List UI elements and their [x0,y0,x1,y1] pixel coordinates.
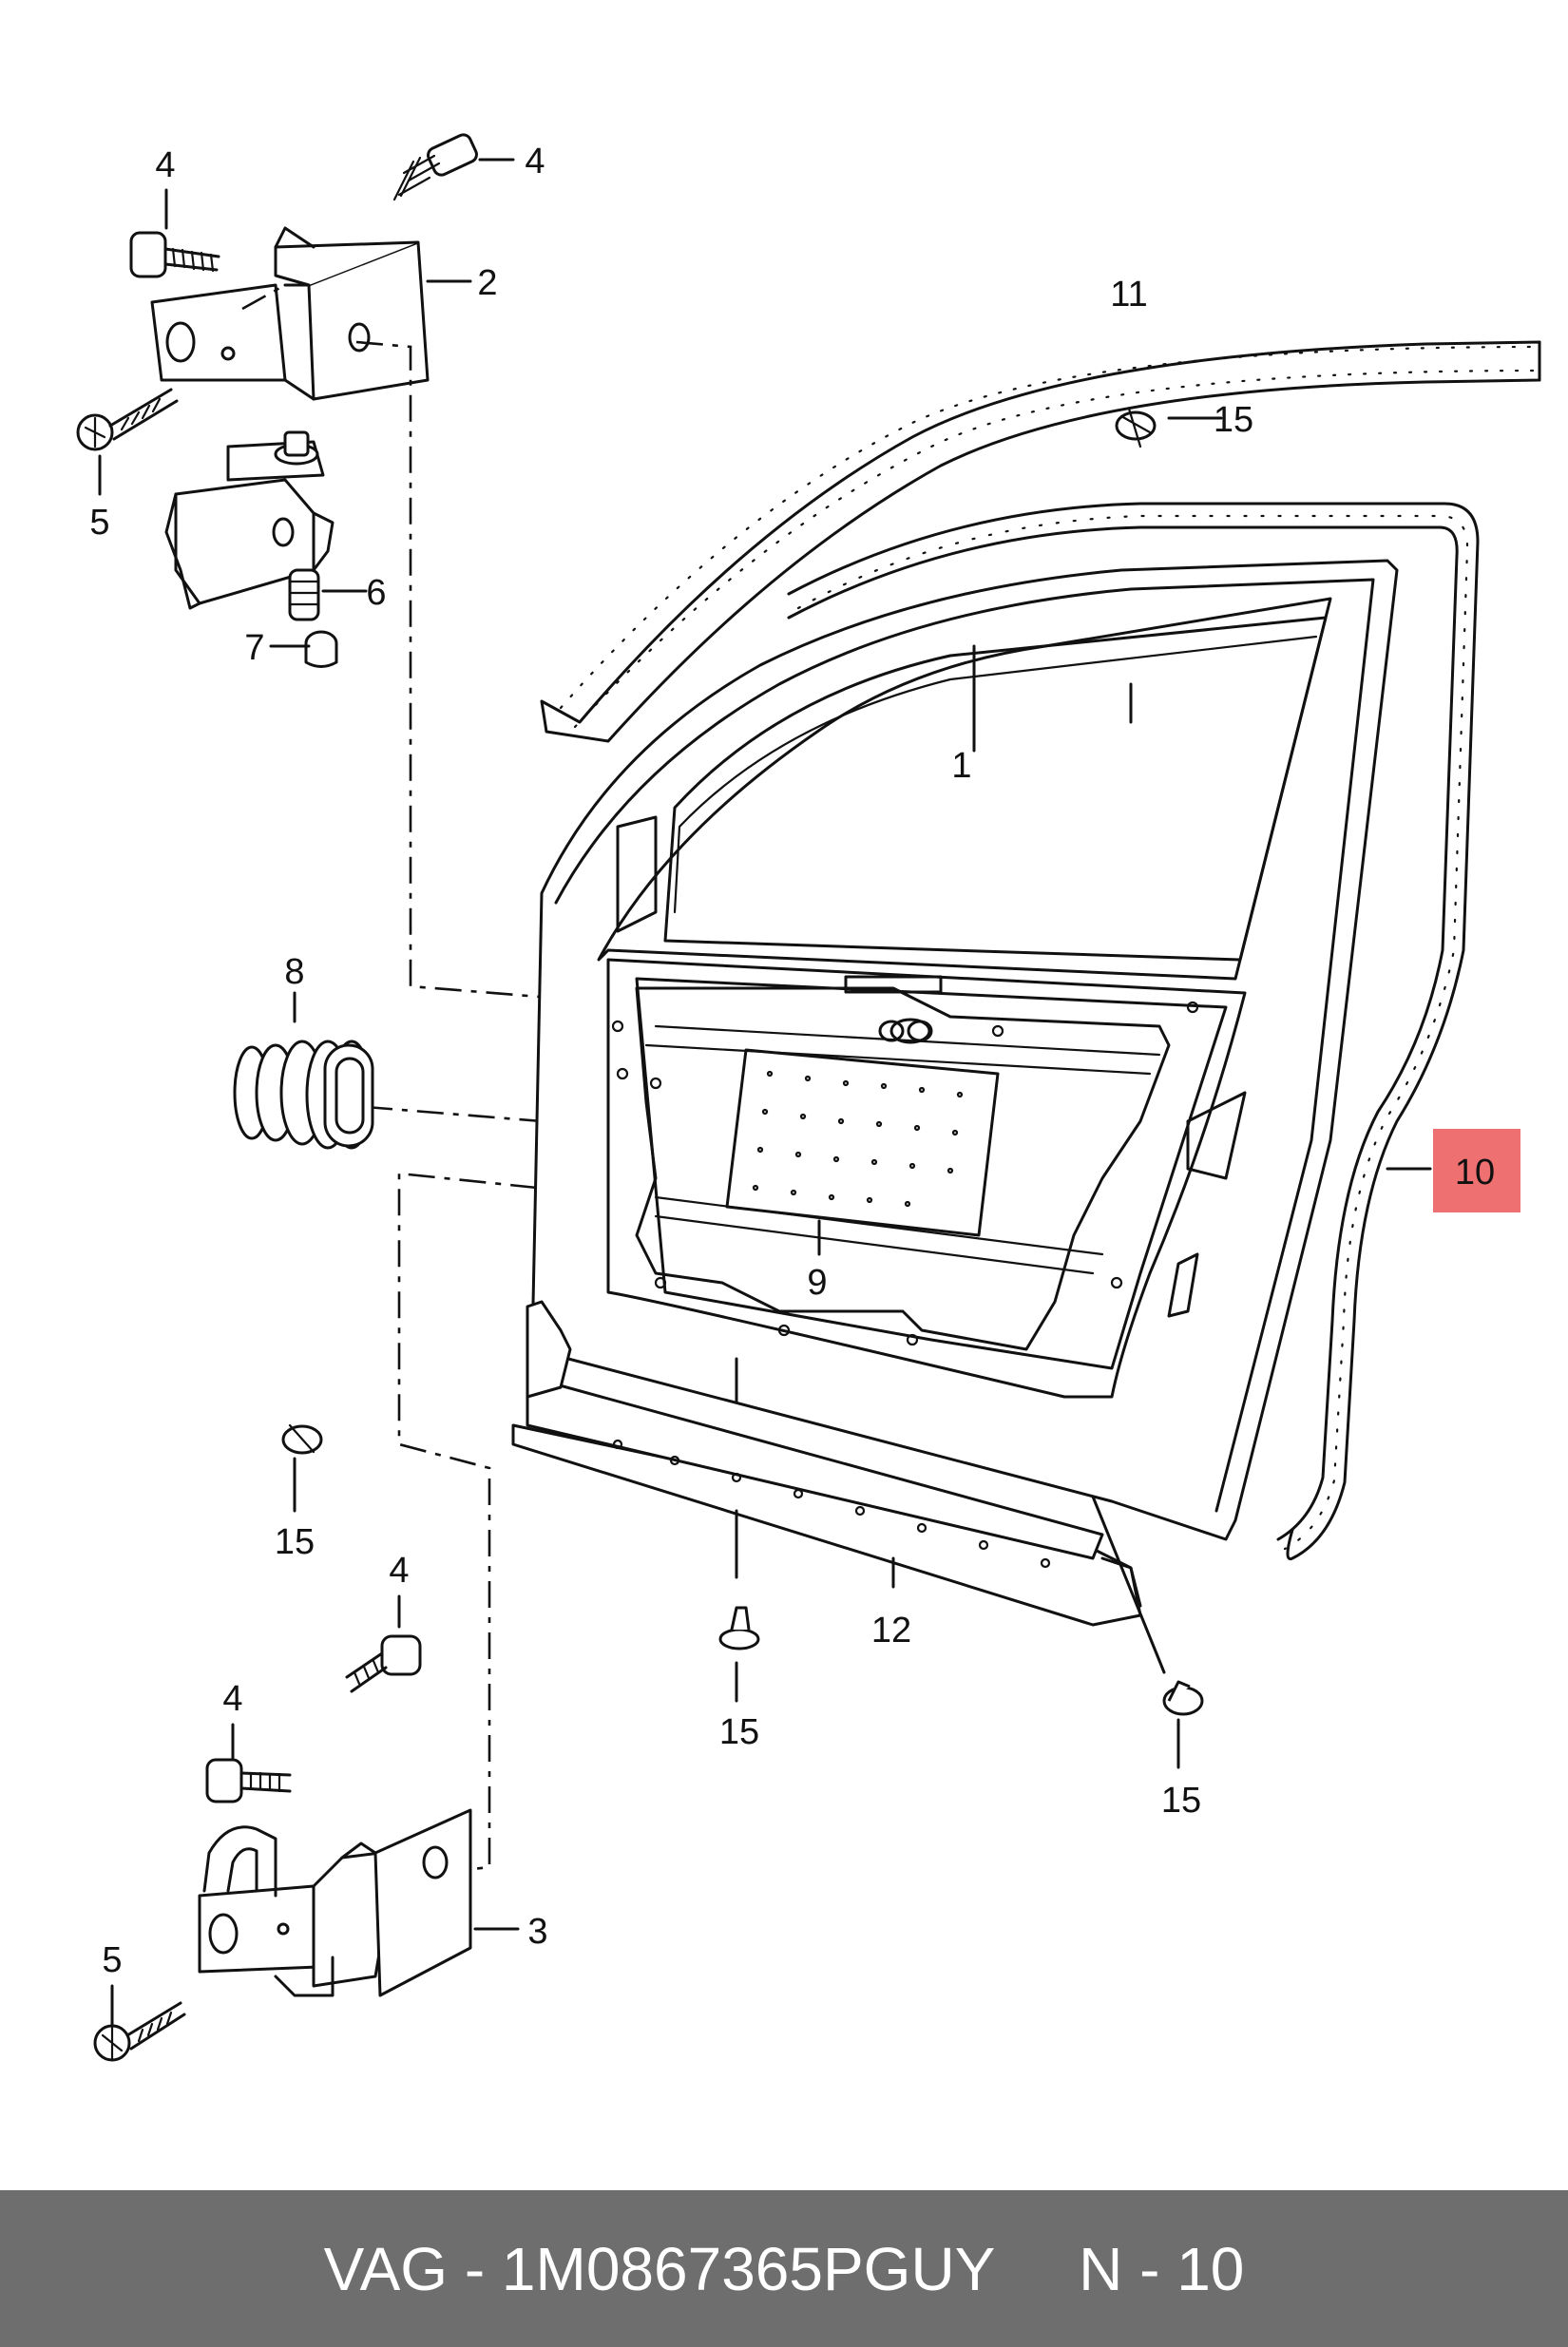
callout-11: 11 [1110,275,1147,315]
callout-1: 1 [951,746,971,786]
insulation-pad-9 [725,1048,1000,1237]
footer-bar: VAG - 1M0867365PGUY N - 10 [0,2190,1568,2347]
callout-15-left: 15 [275,1522,315,1562]
door-seal-10 [787,502,1480,1561]
window-channel-seal-11 [540,340,1541,743]
callout-15-bottom-right: 15 [1161,1781,1201,1821]
callout-3: 3 [527,1912,547,1952]
callout-15-top: 15 [1214,400,1253,440]
upper-hinge-body [164,430,335,610]
door-buffer-8-icon [233,1040,374,1150]
callouts: 1 2 3 4 4 4 4 5 5 6 7 8 9 10 11 12 15 15… [89,142,1520,1980]
sill-trim-12 [511,1300,1142,1627]
callout-12: 12 [871,1611,911,1651]
callout-7: 7 [244,628,264,668]
callout-9: 9 [807,1263,827,1303]
callout-5-top: 5 [89,503,109,543]
leader-lines [98,158,1432,2028]
callout-15-bottom-mid: 15 [719,1712,759,1752]
cap-7-icon [304,630,338,668]
clip-15-bottom-mid-icon [718,1606,760,1651]
callout-8: 8 [284,952,304,992]
door-parts-diagram: 1 2 3 4 4 4 4 5 5 6 7 8 9 10 11 12 15 15… [76,133,1541,2062]
screw-5-lower-icon [93,2001,186,2062]
door-shell-1 [530,559,1399,1541]
part-number-caption: VAG - 1M0867365PGUY N - 10 [323,2234,1245,2303]
bolt-4-left-icon [129,231,220,278]
clip-15-left-icon [281,1423,323,1455]
callout-2: 2 [477,263,497,303]
screw-5-top-icon [76,388,179,451]
callout-4-top-left: 4 [155,145,175,185]
bolt-4-lower-right-icon [345,1634,422,1693]
spring-6-icon [288,568,320,621]
bolt-4-top-icon [392,133,478,201]
highlight-box-10 [1433,1129,1520,1212]
upper-hinge-assembly [76,133,478,668]
callout-4-top-right: 4 [525,142,545,181]
callout-6: 6 [366,573,386,613]
bolt-4-lower-left-icon [205,1758,292,1803]
clip-15-top-icon [1115,407,1157,448]
callout-5-lower: 5 [102,1940,122,1980]
callout-10: 10 [1455,1153,1495,1193]
upper-hinge-plate [150,226,430,401]
callout-4-lower-left: 4 [222,1679,242,1719]
lower-hinge-assembly [93,1634,472,2062]
callout-4-lower-right: 4 [389,1551,409,1591]
clip-15-bottom-right-icon [1162,1680,1204,1716]
